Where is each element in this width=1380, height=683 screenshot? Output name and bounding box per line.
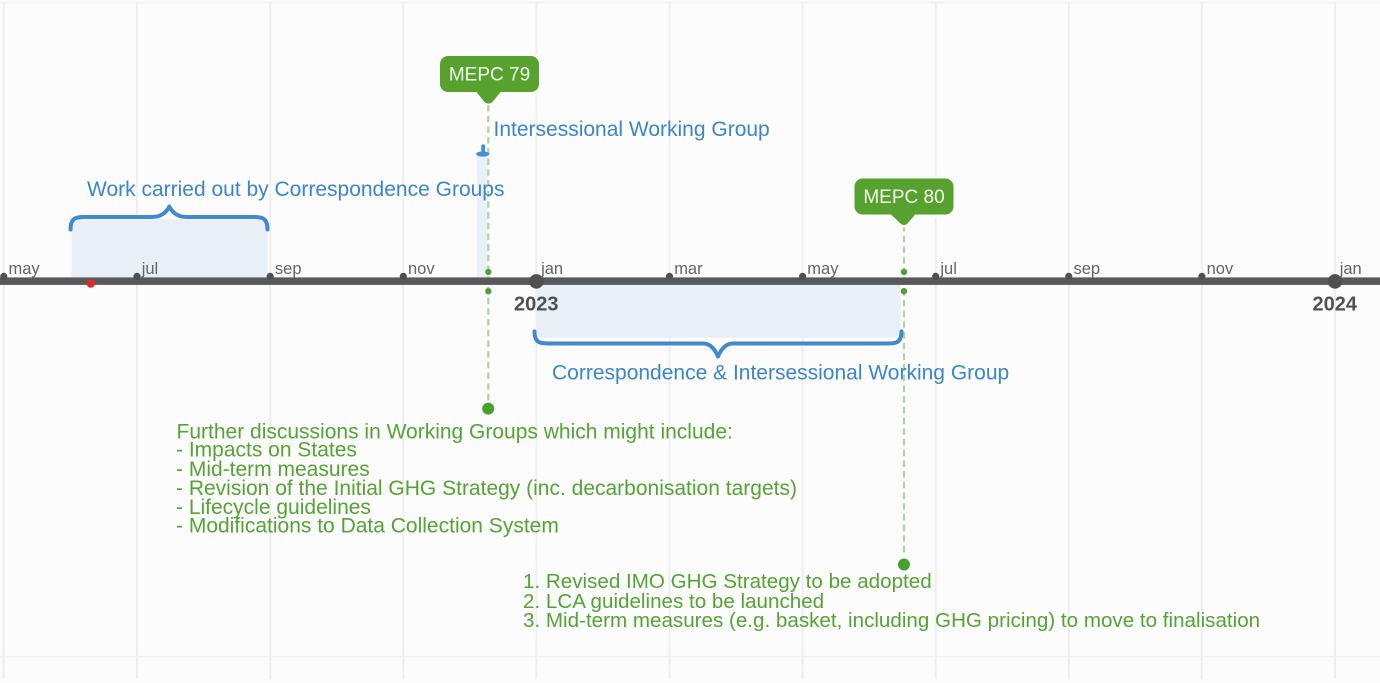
svg-text:MEPC 80: MEPC 80 bbox=[863, 187, 944, 208]
svg-text:Further discussions in Working: Further discussions in Working Groups wh… bbox=[177, 420, 733, 443]
svg-text:Work carried out by Correspond: Work carried out by Correspondence Group… bbox=[87, 178, 504, 201]
svg-text:jul: jul bbox=[141, 260, 159, 278]
svg-text:- Revision of the Initial GHG: - Revision of the Initial GHG Strategy (… bbox=[176, 477, 797, 500]
svg-text:2. LCA guidelines to be launch: 2. LCA guidelines to be launched bbox=[523, 590, 824, 613]
svg-text:- Modifications to Data Collec: - Modifications to Data Collection Syste… bbox=[176, 514, 559, 537]
svg-text:sep: sep bbox=[275, 260, 302, 278]
svg-text:sep: sep bbox=[1074, 260, 1101, 278]
svg-text:- Mid-term measures: - Mid-term measures bbox=[176, 458, 370, 481]
svg-text:mar: mar bbox=[674, 260, 703, 278]
svg-text:- Lifecycle guidelines: - Lifecycle guidelines bbox=[176, 496, 371, 519]
svg-text:MEPC 79: MEPC 79 bbox=[449, 65, 530, 86]
svg-text:Correspondence & Intersessiona: Correspondence & Intersessional Working … bbox=[552, 362, 1009, 385]
svg-text:2024: 2024 bbox=[1313, 293, 1358, 315]
svg-text:nov: nov bbox=[1207, 260, 1234, 278]
svg-text:may: may bbox=[807, 260, 839, 278]
svg-text:2023: 2023 bbox=[514, 293, 559, 315]
svg-text:jan: jan bbox=[1339, 260, 1362, 278]
svg-text:- Impacts on States: - Impacts on States bbox=[176, 439, 357, 462]
svg-text:3. Mid-term measures (e.g. bas: 3. Mid-term measures (e.g. basket, inclu… bbox=[523, 609, 1260, 632]
svg-text:Intersessional Working Group: Intersessional Working Group bbox=[494, 118, 770, 141]
svg-text:nov: nov bbox=[408, 260, 435, 278]
svg-text:jan: jan bbox=[540, 260, 563, 278]
svg-text:jul: jul bbox=[939, 260, 957, 278]
svg-text:1. Revised IMO GHG Strategy to: 1. Revised IMO GHG Strategy to be adopte… bbox=[523, 570, 932, 593]
svg-text:may: may bbox=[9, 260, 41, 278]
